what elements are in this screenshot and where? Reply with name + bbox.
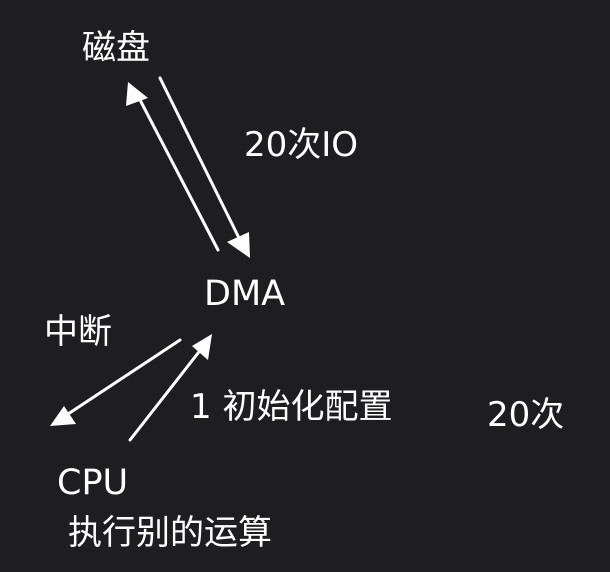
arrow-cpu-to-dma-init (128, 346, 204, 442)
arrowhead-dma-to-disk (126, 82, 148, 106)
interrupt-label: 中断 (44, 312, 112, 352)
arrowhead-dma-to-cpu-interrupt (50, 406, 76, 426)
cpu-other-work-label: 执行别的运算 (68, 513, 272, 553)
arrowhead-cpu-to-dma-init (192, 334, 212, 360)
cpu-node-label: CPU (57, 463, 129, 503)
arrow-dma-to-disk (136, 94, 220, 252)
arrowhead-disk-to-dma (227, 232, 250, 258)
arrow-disk-to-dma (158, 76, 242, 242)
count-right-label: 20次 (487, 395, 565, 435)
init-config-label: 1 初始化配置 (190, 387, 393, 427)
io-count-label: 20次IO (244, 125, 359, 165)
arrow-dma-to-cpu-interrupt (60, 338, 182, 420)
dma-node-label: DMA (204, 274, 286, 314)
disk-node-label: 磁盘 (82, 28, 150, 68)
